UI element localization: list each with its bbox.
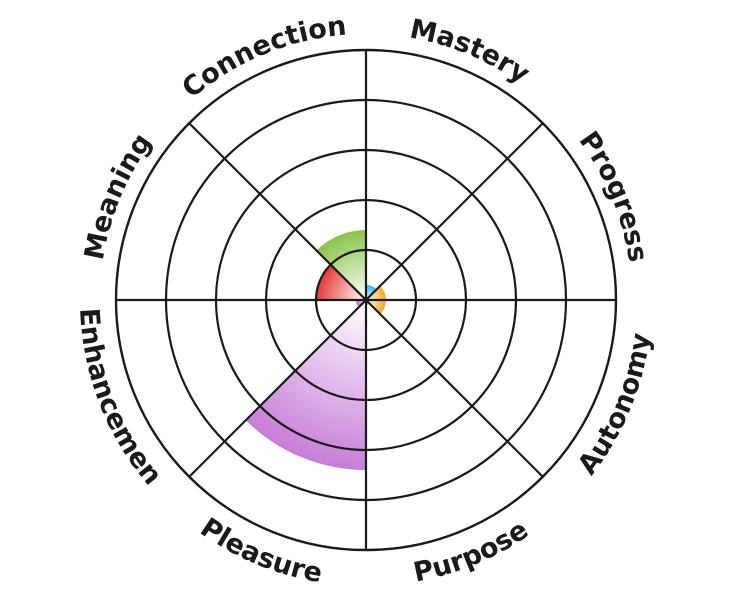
label-connection: Connection <box>177 11 348 105</box>
grid-spoke-2 <box>365 122 544 301</box>
wedge-connection <box>316 230 366 300</box>
label-meaning: Meaning <box>79 128 158 262</box>
label-autonomy: Autonomy <box>572 331 657 481</box>
wedge-pleasure <box>245 300 366 470</box>
grid-spoke-6 <box>188 299 367 478</box>
wedge-meaning <box>316 264 366 300</box>
grid-spoke-4 <box>365 299 544 478</box>
wedges-layer <box>245 230 386 470</box>
grid-layer <box>114 48 618 552</box>
grid-spoke-8 <box>188 122 367 301</box>
label-progress: Progress <box>573 126 653 264</box>
label-pleasure: Pleasure <box>195 512 325 589</box>
label-mastery: Mastery <box>407 14 535 91</box>
